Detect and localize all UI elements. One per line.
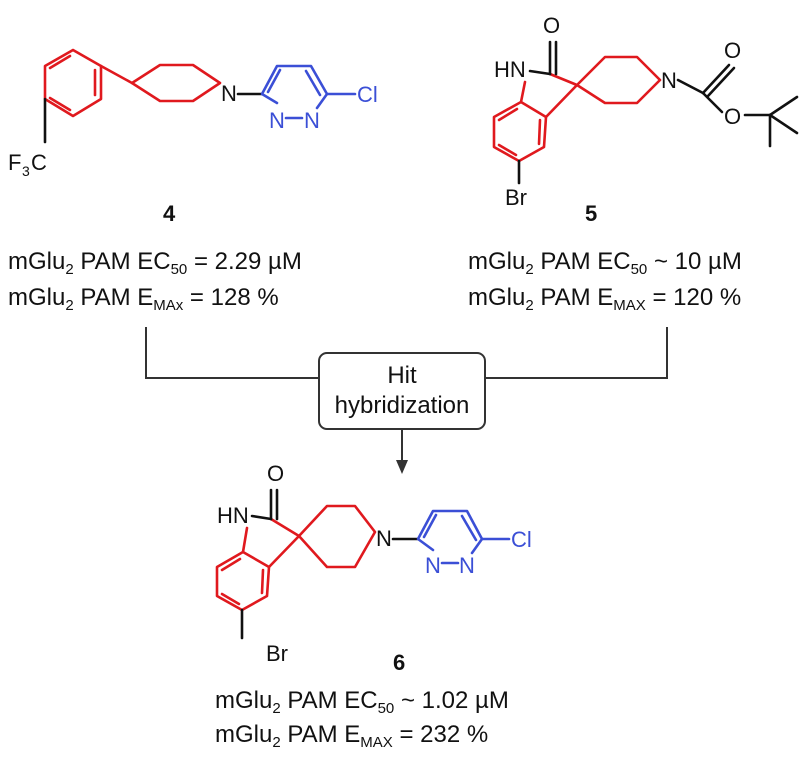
- compound-6-ec50: mGlu2 PAM EC50 ~ 1.02 µM: [215, 687, 509, 717]
- hit-hybridization-line1: Hit: [387, 362, 417, 389]
- compound-5-carbonyl-o: O: [543, 13, 560, 38]
- compound-4-ec50: mGlu2 PAM EC50 = 2.29 µM: [8, 248, 302, 278]
- compound-6-nh-atom: HN: [217, 503, 249, 528]
- compound-5-br-atom: Br: [505, 185, 527, 210]
- compound-4-cl-atom: Cl: [357, 82, 378, 107]
- compound-5-nh-atom: HN: [494, 57, 526, 82]
- hit-hybridization-box: Hit hybridization: [318, 352, 486, 430]
- compound-6-label: 6: [393, 650, 405, 675]
- compound-6-n-atom: N: [376, 526, 392, 551]
- compound-4-benzene-ring: [43, 48, 222, 118]
- compound-4-n-atom: N: [221, 81, 237, 106]
- compound-6-pyridazine-n2: N: [459, 553, 475, 578]
- compound-5-n-atom: N: [661, 68, 677, 93]
- compound-4-emax: mGlu2 PAM EMAx = 128 %: [8, 284, 279, 314]
- compound-5-structure: [492, 40, 799, 185]
- hybridization-connectors: [145, 327, 668, 460]
- compound-5-ec50: mGlu2 PAM EC50 ~ 10 µM: [468, 248, 742, 278]
- compound-4-structure: [43, 48, 357, 144]
- hit-hybridization-line2: hybridization: [334, 392, 470, 419]
- compound-4-cf3-c: C: [31, 150, 47, 175]
- hybridization-arrow-head: [396, 460, 408, 474]
- compound-5-label: 5: [585, 201, 597, 226]
- compound-6-emax: mGlu2 PAM EMAX = 232 %: [215, 721, 489, 751]
- compound-6-pyridazine-ring: [416, 509, 511, 565]
- compound-4-cf3-f: F: [8, 150, 21, 175]
- compound-4-pyridazine-ring: [260, 64, 357, 120]
- compound-6-pyridazine-n1: N: [425, 553, 441, 578]
- compound-6-oxindole-core: [215, 504, 377, 612]
- compound-6-structure: [215, 488, 511, 640]
- compound-5-boc-ester-o: O: [724, 104, 741, 129]
- compound-6-br-atom: Br: [266, 641, 288, 666]
- compound-6-carbonyl-o: O: [267, 461, 284, 486]
- compound-4-label: 4: [163, 201, 176, 226]
- compound-5-emax: mGlu2 PAM EMAX = 120 %: [468, 284, 742, 314]
- compound-4-pyridazine-n2: N: [304, 108, 320, 133]
- compound-6-cl-atom: Cl: [511, 527, 532, 552]
- compound-4-pyridazine-n1: N: [269, 108, 285, 133]
- compound-4-cf3-subscript: 3: [22, 163, 30, 179]
- compound-5-boc-carbonyl-o: O: [724, 38, 741, 63]
